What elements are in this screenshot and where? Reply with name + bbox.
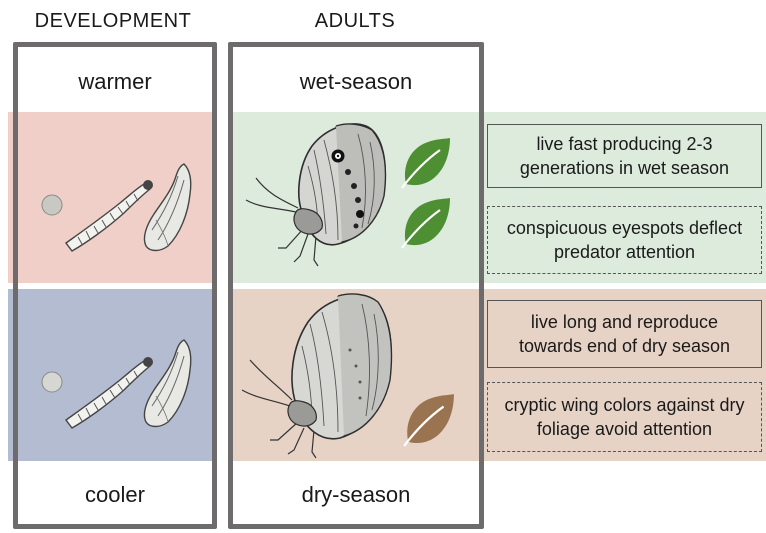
wet-season-label: wet-season — [233, 69, 479, 95]
adults-header: ADULTS — [230, 10, 480, 33]
green-leaf-icon — [398, 196, 452, 248]
dry-season-butterfly-icon — [238, 290, 398, 460]
development-column — [13, 42, 217, 529]
wet-season-note-generations: live fast producing 2-3 generations in w… — [487, 124, 762, 188]
pupa-icon — [138, 160, 200, 255]
wet-season-note-eyespots: conspicuous eyespots deflect predator at… — [487, 206, 762, 274]
warmer-label: warmer — [18, 69, 212, 95]
dry-season-note-reproduce: live long and reproduce towards end of d… — [487, 300, 762, 368]
cooler-label: cooler — [18, 482, 212, 508]
pupa-icon — [138, 336, 200, 431]
development-header: DEVELOPMENT — [0, 10, 226, 33]
brown-leaf-icon — [400, 392, 456, 446]
wet-season-butterfly-icon — [238, 116, 398, 268]
dry-season-note-cryptic: cryptic wing colors against dry foliage … — [487, 382, 762, 452]
dry-season-label: dry-season — [233, 482, 479, 508]
green-leaf-icon — [398, 136, 452, 188]
